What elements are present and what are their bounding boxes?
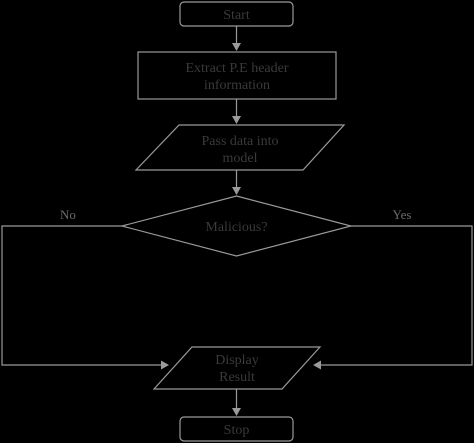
stop-node: Stop [179, 416, 294, 442]
arrowhead-no [161, 360, 169, 370]
arrowhead-yes [313, 360, 321, 370]
malicious-decision-node-shape [119, 195, 354, 257]
branch-no-line [1, 225, 162, 366]
display-result-label-line1: Display [215, 353, 259, 368]
stop-node-label: Stop [224, 423, 250, 438]
connector-pass-to-decision [232, 170, 241, 195]
display-result-node: Display Result [152, 346, 322, 390]
stop-node-shape [179, 416, 294, 442]
arrowhead-extract [232, 43, 241, 51]
connector-start-to-extract [232, 26, 241, 51]
branch-yes: Yes [313, 207, 473, 370]
pass-data-label-line1: Pass data into [202, 134, 279, 149]
extract-header-label-line1: Extract P.E header [185, 61, 288, 76]
branch-yes-label: Yes [393, 207, 412, 222]
branch-no: No [1, 207, 169, 370]
malicious-decision-label: Malicious? [205, 220, 267, 235]
extract-header-node: Extract P.E header information [137, 51, 337, 100]
connector-display-to-stop [232, 389, 241, 416]
branch-no-label: No [60, 207, 76, 222]
pass-data-node-shape [134, 124, 346, 171]
start-node-label: Start [223, 8, 250, 23]
pass-data-label-line2: model [223, 151, 258, 166]
branch-yes-line [320, 225, 473, 366]
arrowhead-pass [232, 116, 241, 124]
display-result-node-shape [152, 346, 322, 390]
extract-header-label-line2: information [204, 78, 270, 93]
connector-extract-to-pass [232, 99, 241, 124]
pass-data-node: Pass data into model [134, 124, 346, 171]
arrowhead-stop [232, 408, 241, 416]
arrowhead-decision [232, 187, 241, 195]
malicious-decision-node: Malicious? [119, 195, 354, 257]
display-result-label-line2: Result [219, 370, 255, 385]
start-node: Start [179, 1, 294, 27]
